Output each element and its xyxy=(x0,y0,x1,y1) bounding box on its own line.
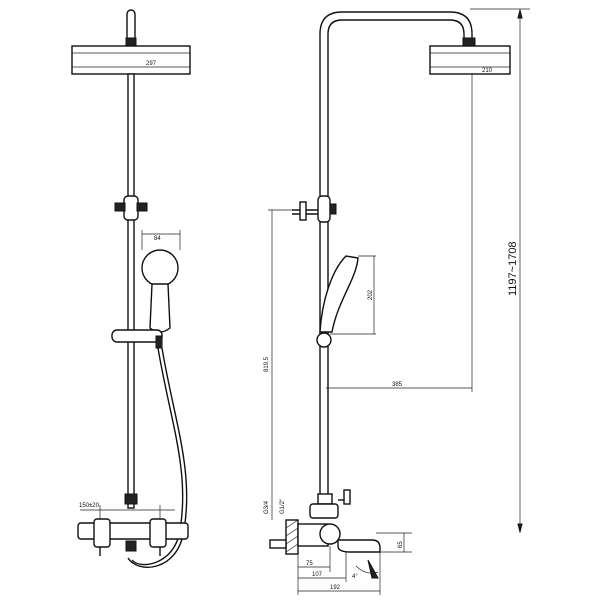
side-hand-shower xyxy=(319,255,359,333)
front-left-handle xyxy=(93,518,111,548)
overall-height-label: 1197~1708 xyxy=(507,241,519,296)
side-view: 1197~1708 210 819.5 202 385 xyxy=(264,8,530,595)
mixer-depth-label: 192 xyxy=(330,585,341,591)
arm-reach-label: 385 xyxy=(392,382,403,388)
front-view: 297 84 150±20 xyxy=(71,9,191,568)
side-shower-arm xyxy=(319,11,473,508)
hand-shower-width-label: 84 xyxy=(154,236,161,242)
inlet-spacing-label: 150±20 xyxy=(79,503,100,509)
side-spout xyxy=(337,539,381,553)
side-head-width-label: 210 xyxy=(482,68,493,74)
spout-drop-label: 65 xyxy=(398,541,404,548)
side-mixer-knob xyxy=(319,523,341,545)
side-holder-ball xyxy=(316,332,332,348)
front-head-width-label: 297 xyxy=(146,61,157,67)
front-upper-clamp xyxy=(123,195,139,221)
side-rain-head xyxy=(429,45,511,75)
mixer-offset-75-label: 75 xyxy=(306,561,313,567)
front-right-handle xyxy=(149,518,167,548)
spout-angle-label: 4° xyxy=(352,574,358,580)
side-mixer-valve xyxy=(309,503,339,519)
thread-g12-label: G1/2" xyxy=(280,499,286,514)
front-hand-shower-handle xyxy=(149,283,171,333)
front-hose xyxy=(131,347,184,566)
mixer-offset-107-label: 107 xyxy=(312,572,323,578)
side-upper-clamp xyxy=(317,195,331,223)
front-rain-head xyxy=(71,45,191,75)
front-main-riser xyxy=(127,73,135,509)
thread-g34-label: G3/4 xyxy=(264,500,270,514)
front-head-connector xyxy=(125,37,137,47)
hand-shower-height-label: 202 xyxy=(368,289,374,300)
front-hand-shower-head xyxy=(141,249,179,287)
height-to-mixer-label: 819.5 xyxy=(264,356,270,372)
front-riser-top xyxy=(126,9,136,43)
front-slide-holder xyxy=(111,329,163,343)
